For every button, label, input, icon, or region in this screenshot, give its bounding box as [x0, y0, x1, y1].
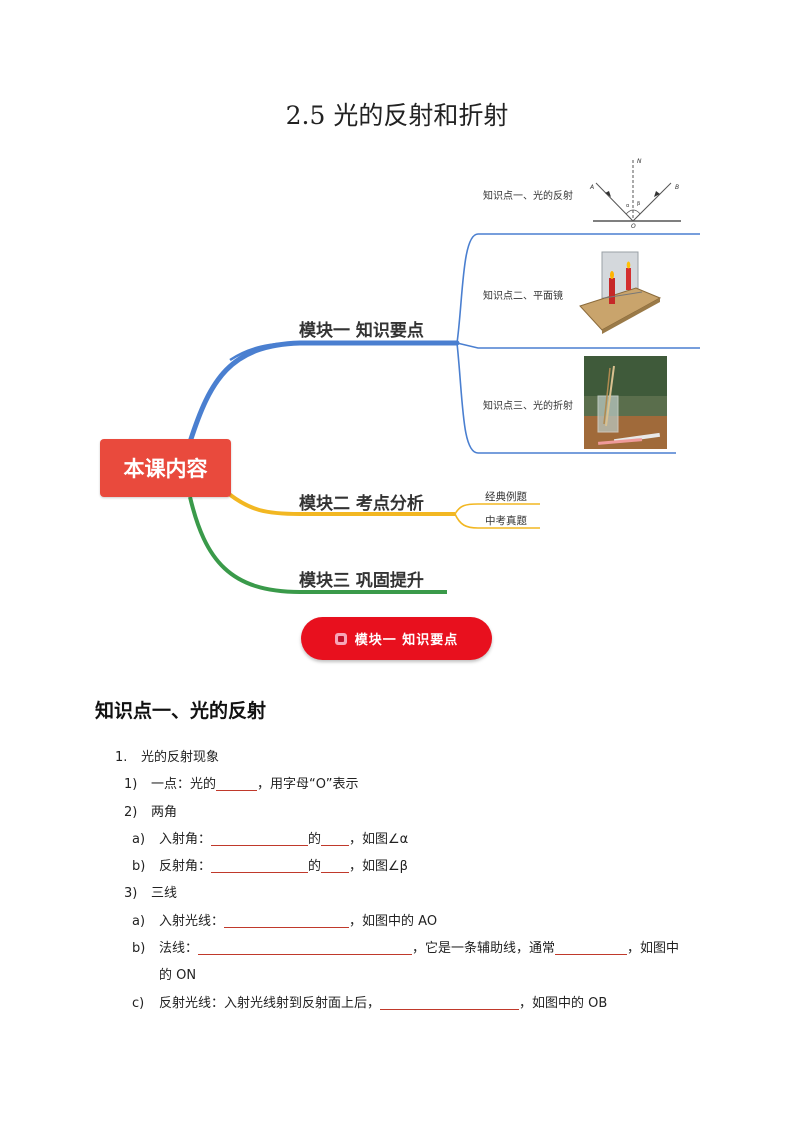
leaf-reflection: 知识点一、光的反射: [483, 191, 573, 202]
content-line-5: b)反射角：的，如图∠β: [132, 858, 408, 874]
blank-field[interactable]: [224, 913, 350, 928]
subtree-module1: [456, 233, 700, 344]
reflection-diagram: [593, 160, 681, 222]
branch-module3: [188, 496, 447, 594]
content-line-4: a)入射角：的，如图∠α: [132, 831, 409, 847]
label-a: A: [590, 184, 595, 191]
mindmap-root: 本课内容: [100, 439, 231, 497]
content-line-7: a)入射光线：，如图中的 AO: [132, 913, 438, 929]
module-3-label: 模块三 巩固提升: [299, 571, 424, 591]
module-1-label: 模块一 知识要点: [299, 321, 424, 341]
label-beta: β: [637, 201, 641, 207]
content-line-8-cont: 的 ON: [159, 968, 197, 983]
content-line-8: b)法线：，它是一条辅助线，通常，如图中: [132, 940, 680, 956]
module-2-label: 模块二 考点分析: [299, 494, 424, 514]
branch-module2: [227, 492, 455, 516]
book-icon: [334, 632, 347, 645]
label-o: O: [631, 223, 636, 230]
module-badge-label: 模块一 知识要点: [354, 633, 459, 648]
blank-field[interactable]: [211, 858, 309, 873]
blank-field[interactable]: [211, 831, 309, 846]
leaf-exam-questions: 中考真题: [485, 515, 527, 527]
leaf-plane-mirror: 知识点二、平面镜: [483, 291, 563, 302]
leaf-refraction: 知识点三、光的折射: [483, 401, 573, 412]
content-line-2: 1)一点：光的，用字母“O”表示: [124, 776, 359, 792]
branch-module1: [187, 340, 460, 445]
subtree-module2: [454, 503, 540, 515]
blank-field[interactable]: [198, 940, 413, 955]
content-line-6: 3)三线: [124, 886, 178, 901]
content-line-1: 1.光的反射现象: [115, 750, 220, 765]
refraction-image: [584, 356, 667, 449]
plane-mirror-image: [576, 248, 662, 334]
module-badge: 模块一 知识要点: [301, 617, 492, 660]
blank-field[interactable]: [321, 831, 350, 846]
blank-field[interactable]: [216, 776, 258, 791]
leaf-examples: 经典例题: [485, 491, 527, 503]
blank-field[interactable]: [321, 858, 350, 873]
blank-field[interactable]: [555, 940, 628, 955]
page-title: 2.5 光的反射和折射: [285, 101, 509, 130]
label-b: B: [675, 184, 680, 191]
content-line-9: c)反射光线：入射光线射到反射面上后，，如图中的 OB: [132, 995, 608, 1011]
label-alpha: α: [626, 203, 630, 209]
branch-module1-thin: [229, 341, 457, 362]
section-title: 知识点一、光的反射: [95, 700, 267, 722]
blank-field[interactable]: [380, 995, 520, 1010]
label-n: N: [637, 158, 642, 165]
mindmap-branches: [187, 160, 700, 594]
content-line-3: 2)两角: [124, 805, 178, 820]
